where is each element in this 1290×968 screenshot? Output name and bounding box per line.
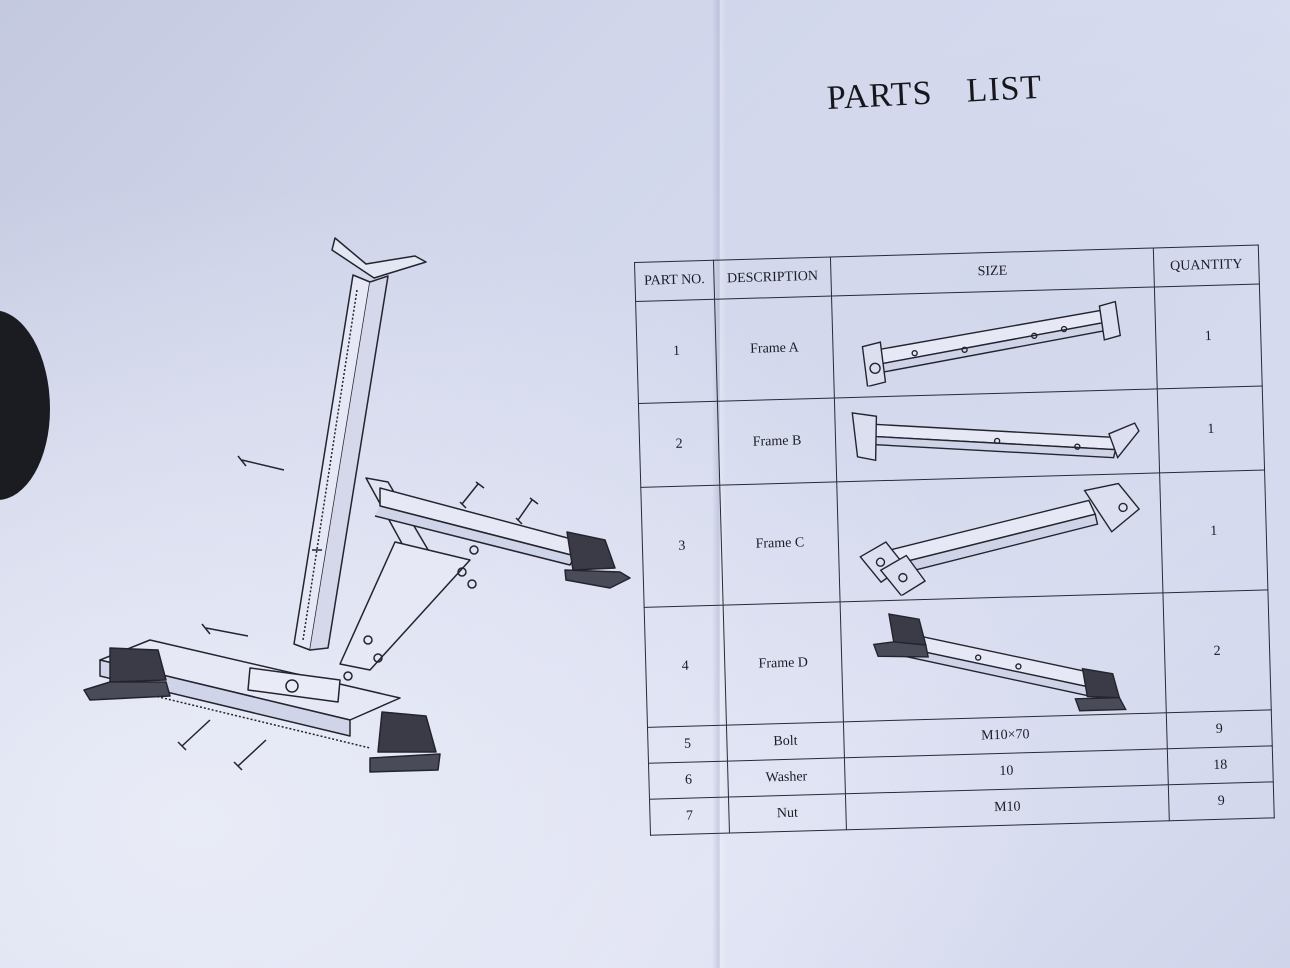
title-word-2: LIST [965, 68, 1044, 110]
parts-table: PART NO. DESCRIPTION SIZE QUANTITY 1 Fra… [634, 245, 1275, 836]
table-row: 3 Frame C 1 [640, 469, 1268, 608]
size-cell [836, 472, 1163, 602]
quantity-cell: 9 [1166, 709, 1273, 749]
frame-c-illustration-icon [859, 482, 1141, 597]
part-no-cell: 5 [647, 725, 728, 764]
frame-a-illustration-icon [861, 300, 1122, 387]
part-no-cell: 6 [648, 761, 729, 800]
quantity-cell: 2 [1162, 589, 1272, 713]
description-cell: Frame B [717, 397, 837, 486]
parts-table-wrapper: PART NO. DESCRIPTION SIZE QUANTITY 1 Fra… [634, 245, 1275, 836]
frame-b-illustration-icon [851, 411, 1140, 461]
description-cell: Bolt [726, 721, 845, 762]
table-row: 2 Frame B 1 [638, 386, 1265, 488]
header-part-no: PART NO. [634, 260, 715, 302]
quantity-cell: 9 [1168, 781, 1275, 821]
part-no-cell: 4 [644, 605, 727, 728]
header-quantity: QUANTITY [1153, 245, 1260, 287]
description-cell: Nut [728, 793, 847, 834]
quantity-cell: 1 [1154, 284, 1263, 389]
quantity-cell: 1 [1157, 386, 1265, 473]
description-cell: Frame D [723, 601, 844, 726]
size-cell [831, 286, 1158, 398]
frame-d-illustration-icon [872, 612, 1127, 711]
assembled-stand-exploded-diagram-icon [83, 237, 631, 773]
size-cell [840, 592, 1167, 722]
part-no-cell: 7 [649, 797, 730, 836]
part-no-cell: 1 [635, 299, 718, 404]
description-cell: Washer [727, 757, 846, 798]
table-row: 1 Frame A 1 [635, 284, 1263, 404]
title-word-1: PARTS [826, 74, 934, 117]
part-no-cell: 3 [640, 485, 724, 608]
part-no-cell: 2 [638, 401, 720, 488]
quantity-cell: 1 [1159, 469, 1268, 593]
header-description: DESCRIPTION [713, 257, 832, 300]
description-cell: Frame A [714, 295, 835, 402]
description-cell: Frame C [719, 481, 841, 606]
size-cell [834, 388, 1160, 482]
paper-fold [712, 0, 726, 968]
quantity-cell: 18 [1167, 745, 1274, 785]
table-row: 4 Frame D 2 [644, 589, 1272, 728]
